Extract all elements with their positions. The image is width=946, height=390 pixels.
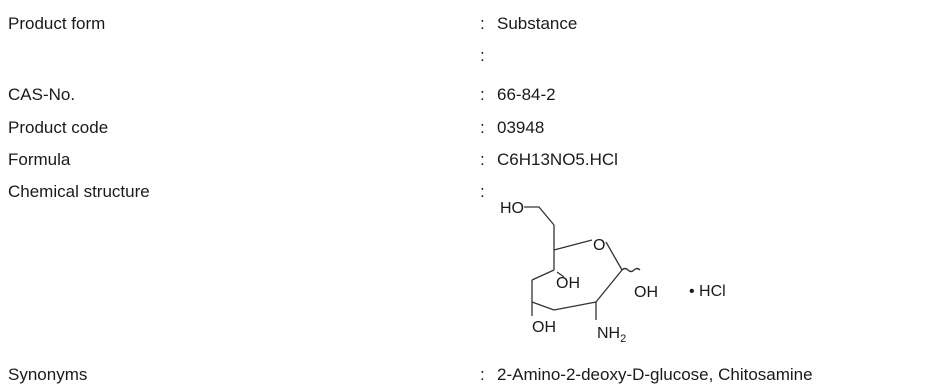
- formula-label: Formula: [8, 150, 71, 169]
- row-synonyms: Synonyms : 2-Amino-2-deoxy-D-glucose, Ch…: [0, 363, 946, 387]
- structure-salt: • HCl: [689, 283, 726, 300]
- chemical-structure-label: Chemical structure: [8, 182, 150, 201]
- structure-ring-o: O: [593, 237, 605, 254]
- structure-oh-ring: OH: [556, 275, 580, 292]
- row-blank: :: [0, 44, 946, 68]
- bond-o-c1: [605, 241, 623, 271]
- row-cas-no: CAS-No. : 66-84-2: [0, 83, 946, 107]
- separator-colon: :: [480, 150, 485, 169]
- formula-value: C6H13NO5.HCl: [497, 150, 618, 169]
- bond-anomeric-wavy: [621, 267, 641, 273]
- separator-colon: :: [480, 182, 485, 201]
- separator-colon: :: [480, 46, 485, 65]
- row-formula: Formula : C6H13NO5.HCl: [0, 148, 946, 172]
- bond-c2-c1: [553, 301, 597, 311]
- cas-no-value: 66-84-2: [497, 85, 556, 104]
- separator-colon: :: [480, 14, 485, 33]
- row-product-form: Product form : Substance: [0, 12, 946, 36]
- bond-c5-c4: [531, 269, 555, 281]
- separator-colon: :: [480, 85, 485, 104]
- bond-c3-c2: [531, 301, 555, 311]
- cas-no-label: CAS-No.: [8, 85, 76, 104]
- chemical-structure-svg: HO O OH OH • HCl OH NH2: [500, 200, 726, 345]
- structure-bonds: [524, 206, 641, 320]
- product-code-label: Product code: [8, 118, 109, 137]
- row-product-code: Product code : 03948: [0, 116, 946, 140]
- structure-oh-bottom: OH: [532, 319, 556, 336]
- chemical-structure-image: HO O OH OH • HCl OH NH2: [484, 190, 804, 350]
- product-form-value: Substance: [497, 14, 578, 33]
- structure-oh-anomeric: OH: [634, 284, 658, 301]
- synonyms-label: Synonyms: [8, 365, 88, 384]
- product-code-value: 03948: [497, 118, 545, 137]
- row-chemical-structure: Chemical structure :: [0, 180, 946, 204]
- structure-nh: NH2: [597, 325, 626, 345]
- bond-ho-ch2: [524, 206, 555, 226]
- bond-c1-ring: [595, 269, 623, 303]
- structure-ho-top: HO: [500, 200, 524, 217]
- bond-ring-oh: [556, 271, 565, 278]
- separator-colon: :: [480, 118, 485, 137]
- separator-colon: :: [480, 365, 485, 384]
- synonyms-value: 2-Amino-2-deoxy-D-glucose, Chitosamine: [497, 365, 813, 384]
- bond-c5-o: [553, 239, 593, 251]
- product-form-label: Product form: [8, 14, 106, 33]
